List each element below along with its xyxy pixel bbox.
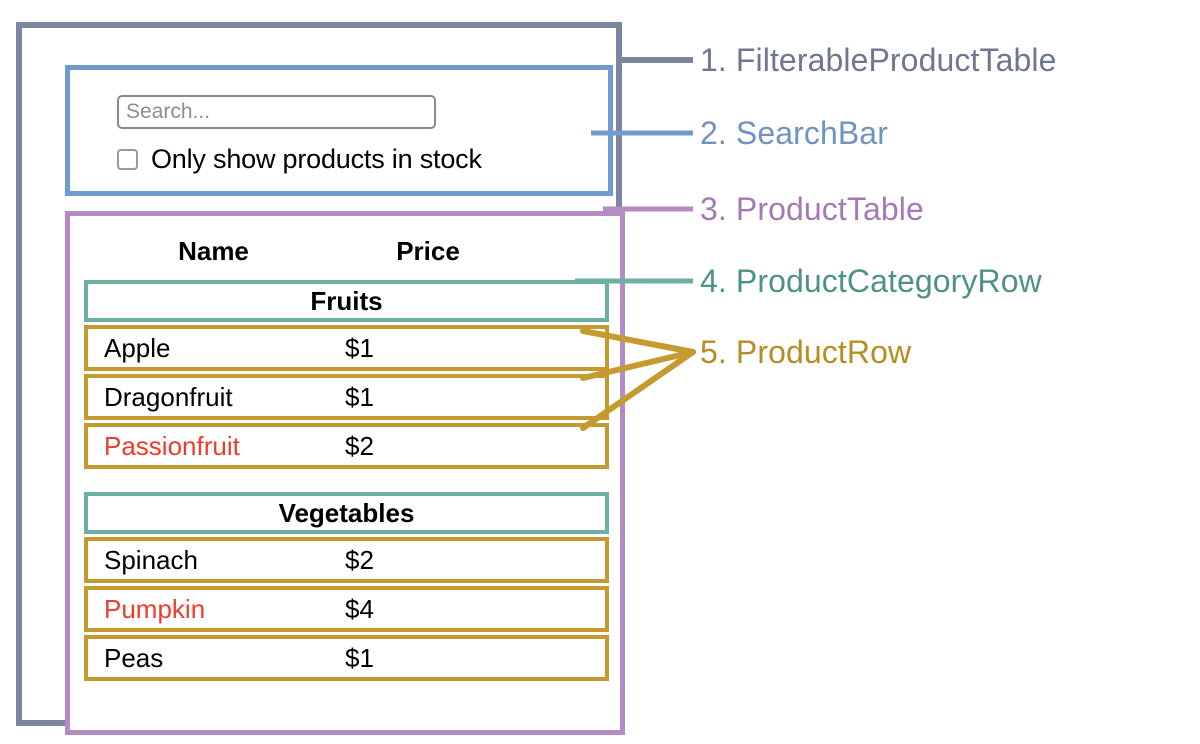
product-name: Passionfruit [104,430,240,461]
product-row[interactable]: Pumpkin $4 [84,586,609,632]
search-bar: Only show products in stock [65,65,613,196]
product-category-row: Fruits [84,280,609,322]
column-header-name: Name [178,235,249,266]
only-in-stock-label: Only show products in stock [151,144,482,174]
product-price: $2 [345,544,374,575]
product-category-label: Vegetables [278,497,415,528]
filterable-product-table: Only show products in stock Name Price F… [16,22,625,735]
product-price: $1 [345,332,374,363]
product-row[interactable]: Apple $1 [84,325,609,371]
product-price: $2 [345,430,374,461]
column-header-price: Price [396,235,460,266]
product-rows-area: Fruits Apple $1 Dragonfruit $1 Passionfr… [84,280,609,684]
product-row[interactable]: Peas $1 [84,635,609,681]
product-row[interactable]: Dragonfruit $1 [84,374,609,420]
product-name: Pumpkin [104,593,206,624]
annotation-label-product-table: 3. ProductTable [700,191,924,227]
search-input[interactable] [117,95,436,129]
only-in-stock-checkbox[interactable] [117,149,138,170]
product-name: Dragonfruit [104,381,233,412]
annotation-label-product-category-row: 4. ProductCategoryRow [700,263,1042,299]
product-name: Spinach [104,544,198,575]
annotation-label-search-bar: 2. SearchBar [700,115,888,151]
in-stock-filter-row[interactable]: Only show products in stock [117,144,482,175]
product-row[interactable]: Passionfruit $2 [84,423,609,469]
product-row[interactable]: Spinach $2 [84,537,609,583]
product-price: $4 [345,593,374,624]
product-table-header: Name Price [84,222,606,280]
annotation-label-filterable-product-table: 1. FilterableProductTable [700,42,1057,78]
product-name: Peas [104,642,164,673]
product-category-label: Fruits [310,285,383,316]
product-category-row: Vegetables [84,492,609,534]
product-price: $1 [345,381,374,412]
product-table: Name Price Fruits Apple $1 Dragonfruit $… [65,211,625,735]
group-separator [84,472,609,492]
product-price: $1 [345,642,374,673]
annotation-label-product-row: 5. ProductRow [700,334,912,370]
product-name: Apple [104,332,171,363]
